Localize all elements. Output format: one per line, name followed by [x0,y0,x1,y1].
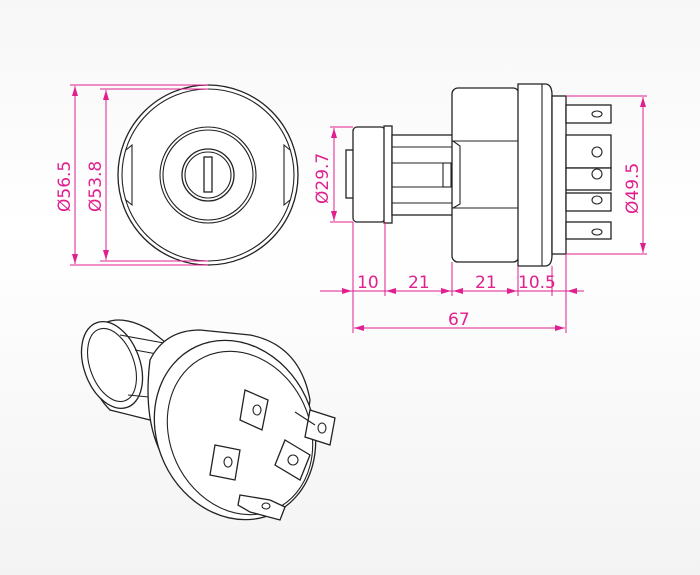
dim-front-outer: Ø56.5 [55,161,75,212]
dim-overall: 67 [448,310,470,330]
key-slot [203,156,213,193]
dim-seg-body: 21 [475,273,497,293]
side-dimensions: Ø29.7 Ø49.5 10 21 21 10.5 67 [313,95,647,333]
dim-seg-knob: 10 [357,273,379,293]
dim-knob: Ø29.7 [313,153,333,204]
iso-terminals [209,389,336,521]
dim-seg-flange: 10.5 [518,273,556,293]
front-view [117,84,299,266]
front-dimensions: Ø56.5 Ø53.8 [55,84,208,266]
dim-terminal: Ø49.5 [623,163,643,214]
terminals [565,104,612,240]
side-view [345,83,612,267]
dim-seg-shaft: 21 [408,273,430,293]
isometric-view [80,319,336,521]
dim-front-inner: Ø53.8 [86,161,106,212]
